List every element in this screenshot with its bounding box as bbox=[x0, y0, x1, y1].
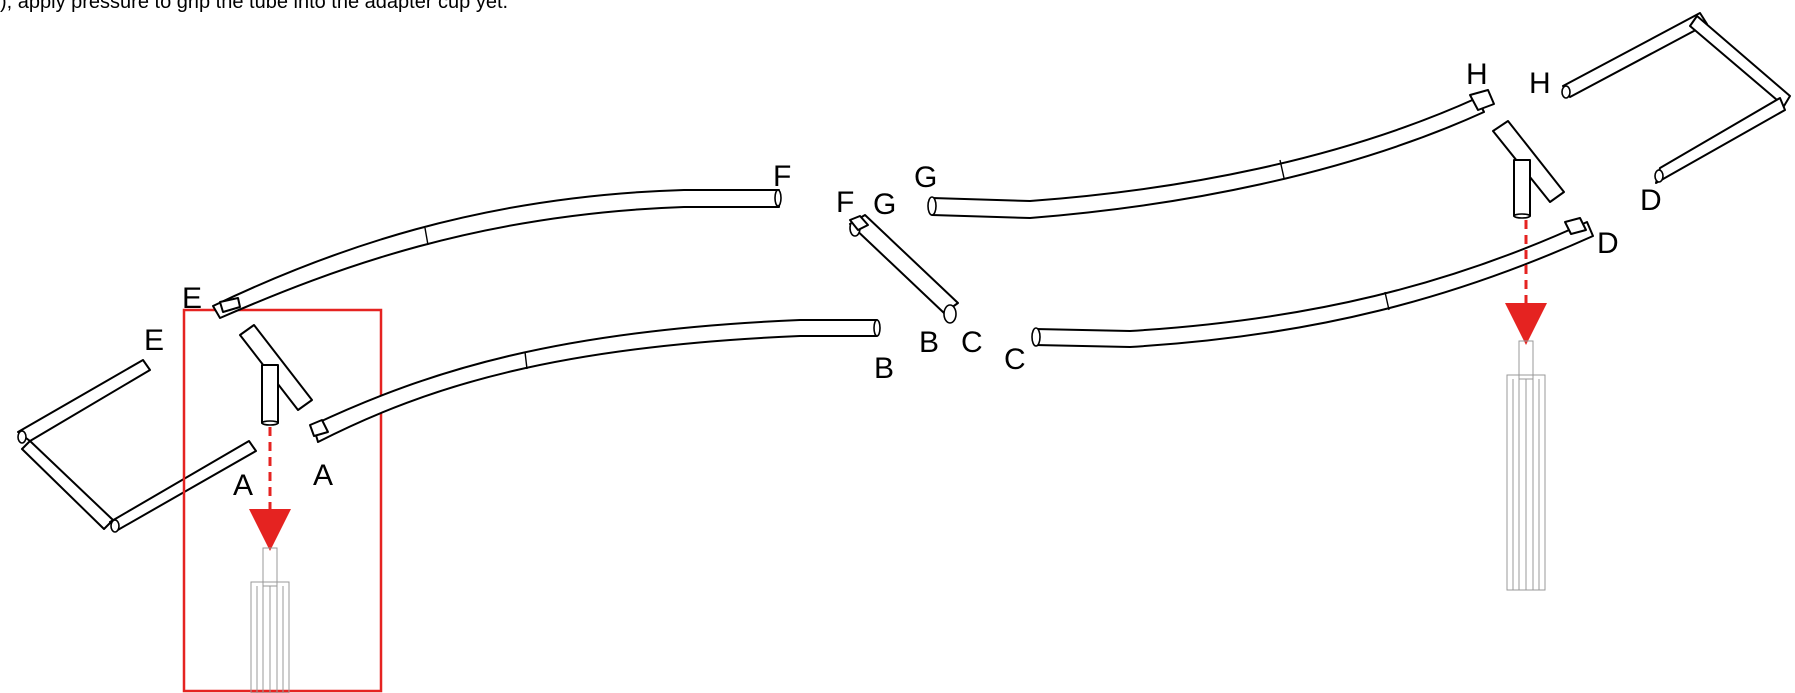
label-b-bottom: B bbox=[874, 352, 894, 385]
right-post bbox=[1506, 340, 1546, 591]
label-c-right: C bbox=[1004, 343, 1026, 376]
label-a-right: A bbox=[313, 459, 333, 492]
label-e-top: E bbox=[182, 282, 202, 315]
label-f-right: F bbox=[773, 160, 791, 193]
tube-a-b bbox=[309, 319, 881, 443]
left-bracket bbox=[239, 324, 313, 426]
label-h-left: H bbox=[1466, 58, 1488, 91]
connector-fg-bc bbox=[849, 214, 959, 324]
label-c-left: C bbox=[961, 326, 983, 359]
tube-g-h bbox=[927, 89, 1495, 219]
right-u-frame bbox=[1561, 12, 1791, 184]
label-d-top: D bbox=[1640, 184, 1662, 217]
tube-e-f bbox=[212, 189, 782, 319]
label-b-top: B bbox=[919, 326, 939, 359]
left-u-frame bbox=[17, 359, 257, 533]
label-g-right: G bbox=[914, 161, 937, 194]
tube-c-d bbox=[1031, 217, 1594, 348]
left-post bbox=[250, 547, 290, 693]
instruction-text: ), apply pressure to grip the tube into … bbox=[0, 0, 509, 13]
label-g-left: G bbox=[873, 188, 896, 221]
label-h-right: H bbox=[1529, 67, 1551, 100]
label-a-left: A bbox=[233, 469, 253, 502]
label-f-left: F bbox=[836, 186, 854, 219]
label-d-mid: D bbox=[1597, 227, 1619, 260]
right-bracket bbox=[1492, 120, 1565, 219]
label-e-left: E bbox=[144, 324, 164, 357]
